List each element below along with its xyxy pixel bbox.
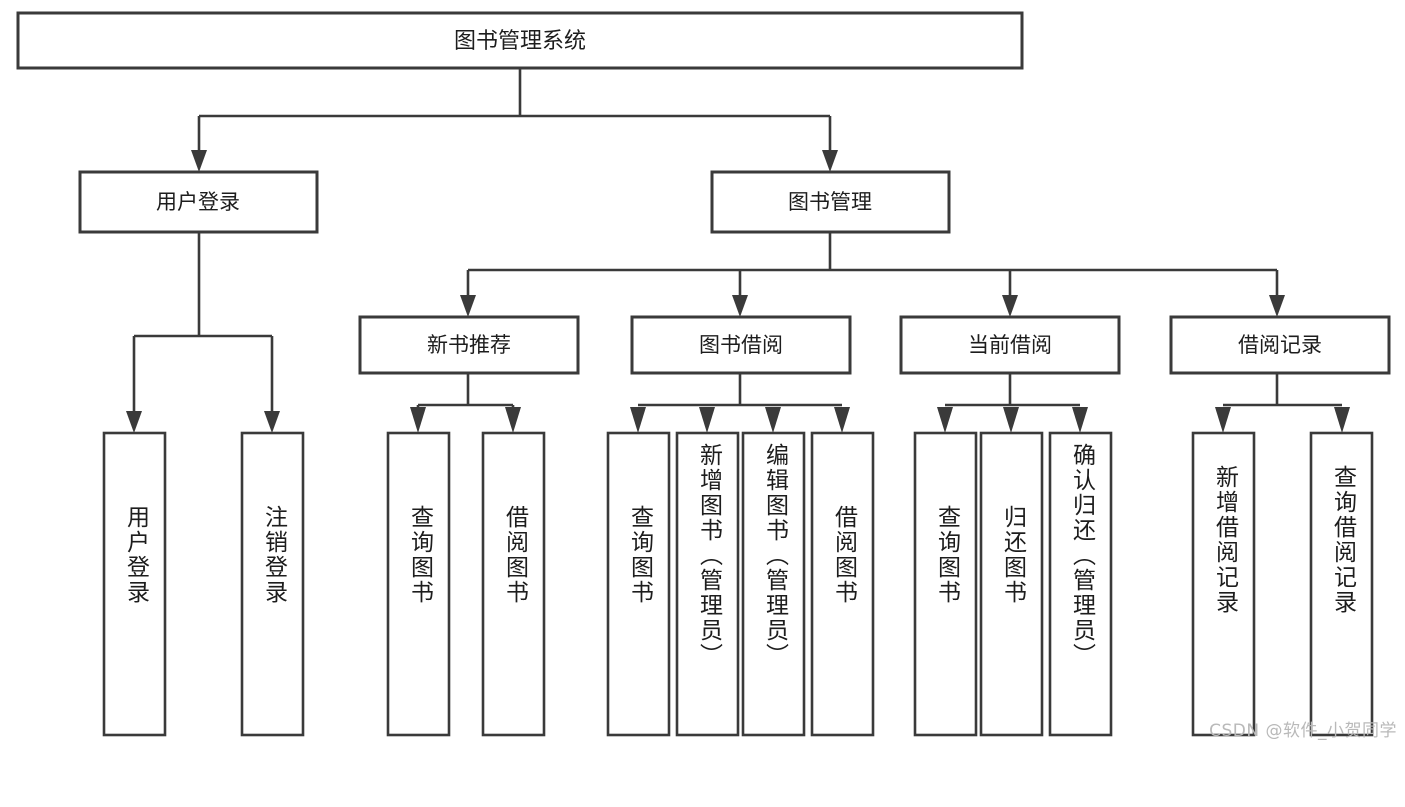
arrow-leaf-cb-2 [1003,407,1019,433]
edge-group-new-book-recommend [410,373,521,433]
node-user-login[interactable]: 用户登录 [78,170,319,234]
arrow-leaf-bb-1 [630,407,646,433]
node-user-login-box[interactable] [78,170,319,234]
leaf-box-user-login-2[interactable] [240,431,305,737]
node-current-borrow[interactable]: 当前借阅 [899,315,1121,375]
leaf-box-bb-3[interactable] [741,431,806,737]
leaf-boxes-book-borrow [606,431,875,737]
arrow-to-user-login [191,150,207,172]
arrow-to-new-book-recommend [460,295,476,317]
arrow-leaf-br-2 [1334,407,1350,433]
node-new-book-recommend[interactable]: 新书推荐 [358,315,580,375]
leaf-boxes-new-book-recommend [386,431,546,737]
leaf-box-cb-3[interactable] [1048,431,1113,737]
leaf-box-cb-2[interactable] [979,431,1044,737]
leaf-box-user-login-1[interactable] [102,431,167,737]
arrow-leaf-nbr-1 [410,407,426,433]
arrow-leaf-nbr-2 [505,407,521,433]
edge-group-user-login [126,232,280,433]
arrow-to-book-borrow [732,295,748,317]
node-borrow-record-box[interactable] [1169,315,1391,375]
arrow-leaf-bb-4 [834,407,850,433]
leaf-box-br-2[interactable] [1309,431,1374,737]
diagram-canvas: 图书管理系统 用户登录 图书管理 新书推荐 图书借阅 当前借阅 借阅记录 [16,11,1397,741]
node-new-book-recommend-box[interactable] [358,315,580,375]
node-root-box[interactable] [16,11,1024,70]
edge-group-borrow-record [1215,373,1350,433]
leaf-box-br-1[interactable] [1191,431,1256,737]
arrow-leaf-br-1 [1215,407,1231,433]
node-current-borrow-label: 当前借阅 [968,333,1052,357]
leaf-boxes-borrow-record [1191,431,1374,737]
leaf-boxes-user-login [102,431,305,737]
arrow-to-borrow-record [1269,295,1285,317]
arrow-to-current-borrow [1002,295,1018,317]
edge-group-book-borrow [630,373,850,433]
node-borrow-record-label: 借阅记录 [1238,333,1322,357]
arrow-to-book-manage [822,150,838,172]
node-borrow-record[interactable]: 借阅记录 [1169,315,1391,375]
leaf-box-bb-1[interactable] [606,431,671,737]
arrow-leaf-user-login-2 [264,411,280,433]
node-new-book-recommend-label: 新书推荐 [427,333,511,357]
edge-group-book-manage [460,232,1285,317]
node-current-borrow-box[interactable] [899,315,1121,375]
leaf-box-bb-2[interactable] [675,431,740,737]
node-user-login-label: 用户登录 [156,190,240,214]
node-root-label: 图书管理系统 [454,29,586,54]
arrow-leaf-cb-3 [1072,407,1088,433]
node-book-manage[interactable]: 图书管理 [710,170,951,234]
leaf-boxes-current-borrow [913,431,1113,737]
node-book-manage-label: 图书管理 [788,190,872,214]
edge-group-current-borrow [937,373,1088,433]
arrow-leaf-user-login-1 [126,411,142,433]
arrow-leaf-bb-2 [699,407,715,433]
leaf-box-bb-4[interactable] [810,431,875,737]
node-book-borrow[interactable]: 图书借阅 [630,315,852,375]
leaf-box-nbr-1[interactable] [386,431,451,737]
hierarchy-tree-svg: 图书管理系统 用户登录 图书管理 新书推荐 图书借阅 当前借阅 借阅记录 [16,11,1391,737]
node-root-system[interactable]: 图书管理系统 [16,11,1024,70]
leaf-box-cb-1[interactable] [913,431,978,737]
leaf-box-nbr-2[interactable] [481,431,546,737]
node-book-borrow-label: 图书借阅 [699,333,783,357]
arrow-leaf-bb-3 [765,407,781,433]
node-book-borrow-box[interactable] [630,315,852,375]
arrow-leaf-cb-1 [937,407,953,433]
node-book-manage-box[interactable] [710,170,951,234]
edge-group-root [191,68,838,172]
